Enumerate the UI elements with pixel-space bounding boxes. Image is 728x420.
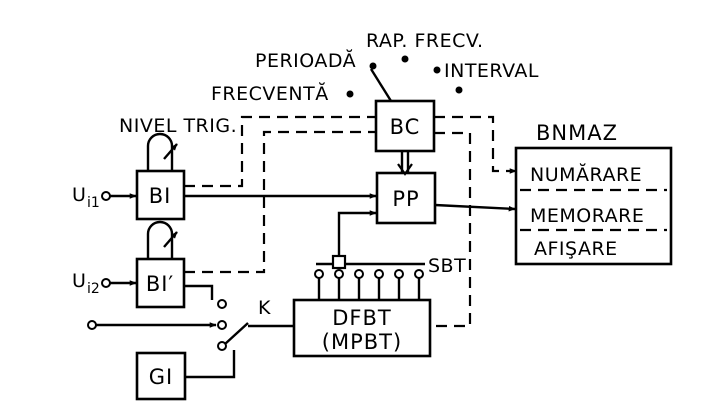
- sbt-to-pp-arrow: [337, 210, 377, 256]
- mpbt-label: (MPBT): [322, 330, 402, 354]
- pp-label: PP: [392, 187, 419, 211]
- mode-selector-arm: [369, 68, 393, 102]
- bc-to-bnmaz-dashed: [434, 115, 517, 174]
- mode-rap-frecv-contact: [401, 55, 409, 63]
- sbt-label: SBT: [428, 255, 466, 277]
- bi-label: BI: [149, 184, 172, 208]
- ui1-subscript: i1: [87, 195, 100, 211]
- bi-block: BI: [135, 132, 186, 221]
- gi-block: GI: [135, 350, 236, 401]
- ui2-terminal: [101, 278, 111, 288]
- bi-trigger-arrow: [163, 143, 178, 160]
- bi-trigger-knob: [146, 132, 174, 171]
- mode-perioada-label: PERIOADĂ: [255, 48, 356, 72]
- external-input-terminal: [87, 320, 97, 330]
- mode-selector: FRECVENTĂ PERIOADĂ RAP. FRECV. INTERVAL: [211, 30, 539, 105]
- bc-to-dfbt-dashed: [430, 131, 472, 328]
- gi-to-k-line: [185, 350, 236, 379]
- afisare-section: AFIŞARE: [534, 238, 618, 260]
- bnmaz-block: BNMAZ NUMĂRARE MEMORARE AFIŞARE: [514, 121, 673, 266]
- bc-block: BC: [374, 99, 436, 153]
- dfbt-block: DFBT (MPBT): [292, 298, 432, 358]
- dfbt-label: DFBT: [332, 306, 391, 330]
- bi-prime-to-k-line: [184, 284, 214, 300]
- mode-perioada-contact: [369, 62, 377, 70]
- nivel-trig-label: NIVEL TRIG.: [119, 115, 237, 137]
- k-contact-bottom: [217, 341, 227, 351]
- k-contact-middle: [217, 320, 227, 330]
- mode-interval-label: INTERVAL: [444, 60, 539, 82]
- input-ui1: U i1: [72, 184, 137, 211]
- pp-block: PP: [375, 171, 437, 225]
- k-contact-top: [217, 299, 227, 309]
- input-ui2: U i2: [72, 270, 137, 297]
- sbt-selector: [331, 254, 347, 270]
- bnmaz-label: BNMAZ: [536, 121, 618, 145]
- mode-rap-frecv-label: RAP. FRECV.: [366, 30, 484, 52]
- bc-to-pp-control: [397, 151, 413, 176]
- ui2-subscript: i2: [87, 281, 100, 297]
- bc-label: BC: [390, 115, 421, 139]
- mode-interval-contact: [433, 66, 441, 74]
- pp-to-bnmaz-arrow: [434, 203, 516, 212]
- bc-to-bi-dashed: [184, 115, 376, 188]
- mode-frecventa-contact: [346, 90, 354, 98]
- numarare-section: NUMĂRARE: [530, 162, 642, 186]
- mode-extra-contact: [455, 86, 463, 94]
- bi-prime-label: BI′: [146, 272, 174, 296]
- ui1-terminal: [101, 191, 111, 201]
- ui2-label: U: [72, 270, 86, 292]
- switch-k: K: [87, 284, 294, 351]
- sbt-switch: SBT: [314, 254, 466, 300]
- ui1-label: U: [72, 184, 86, 206]
- gi-label: GI: [149, 365, 173, 389]
- bi-prime-trigger-knob: [146, 220, 174, 259]
- mode-frecventa-label: FRECVENTĂ: [211, 81, 329, 105]
- k-switch-arm: [224, 322, 249, 345]
- sbt-contacts: [314, 269, 424, 300]
- bc-to-bi-prime-dashed: [184, 130, 376, 274]
- bi-prime-trigger-arrow: [163, 231, 178, 248]
- memorare-section: MEMORARE: [530, 205, 644, 227]
- k-label: K: [258, 297, 271, 319]
- bi-prime-block: BI′: [135, 220, 186, 309]
